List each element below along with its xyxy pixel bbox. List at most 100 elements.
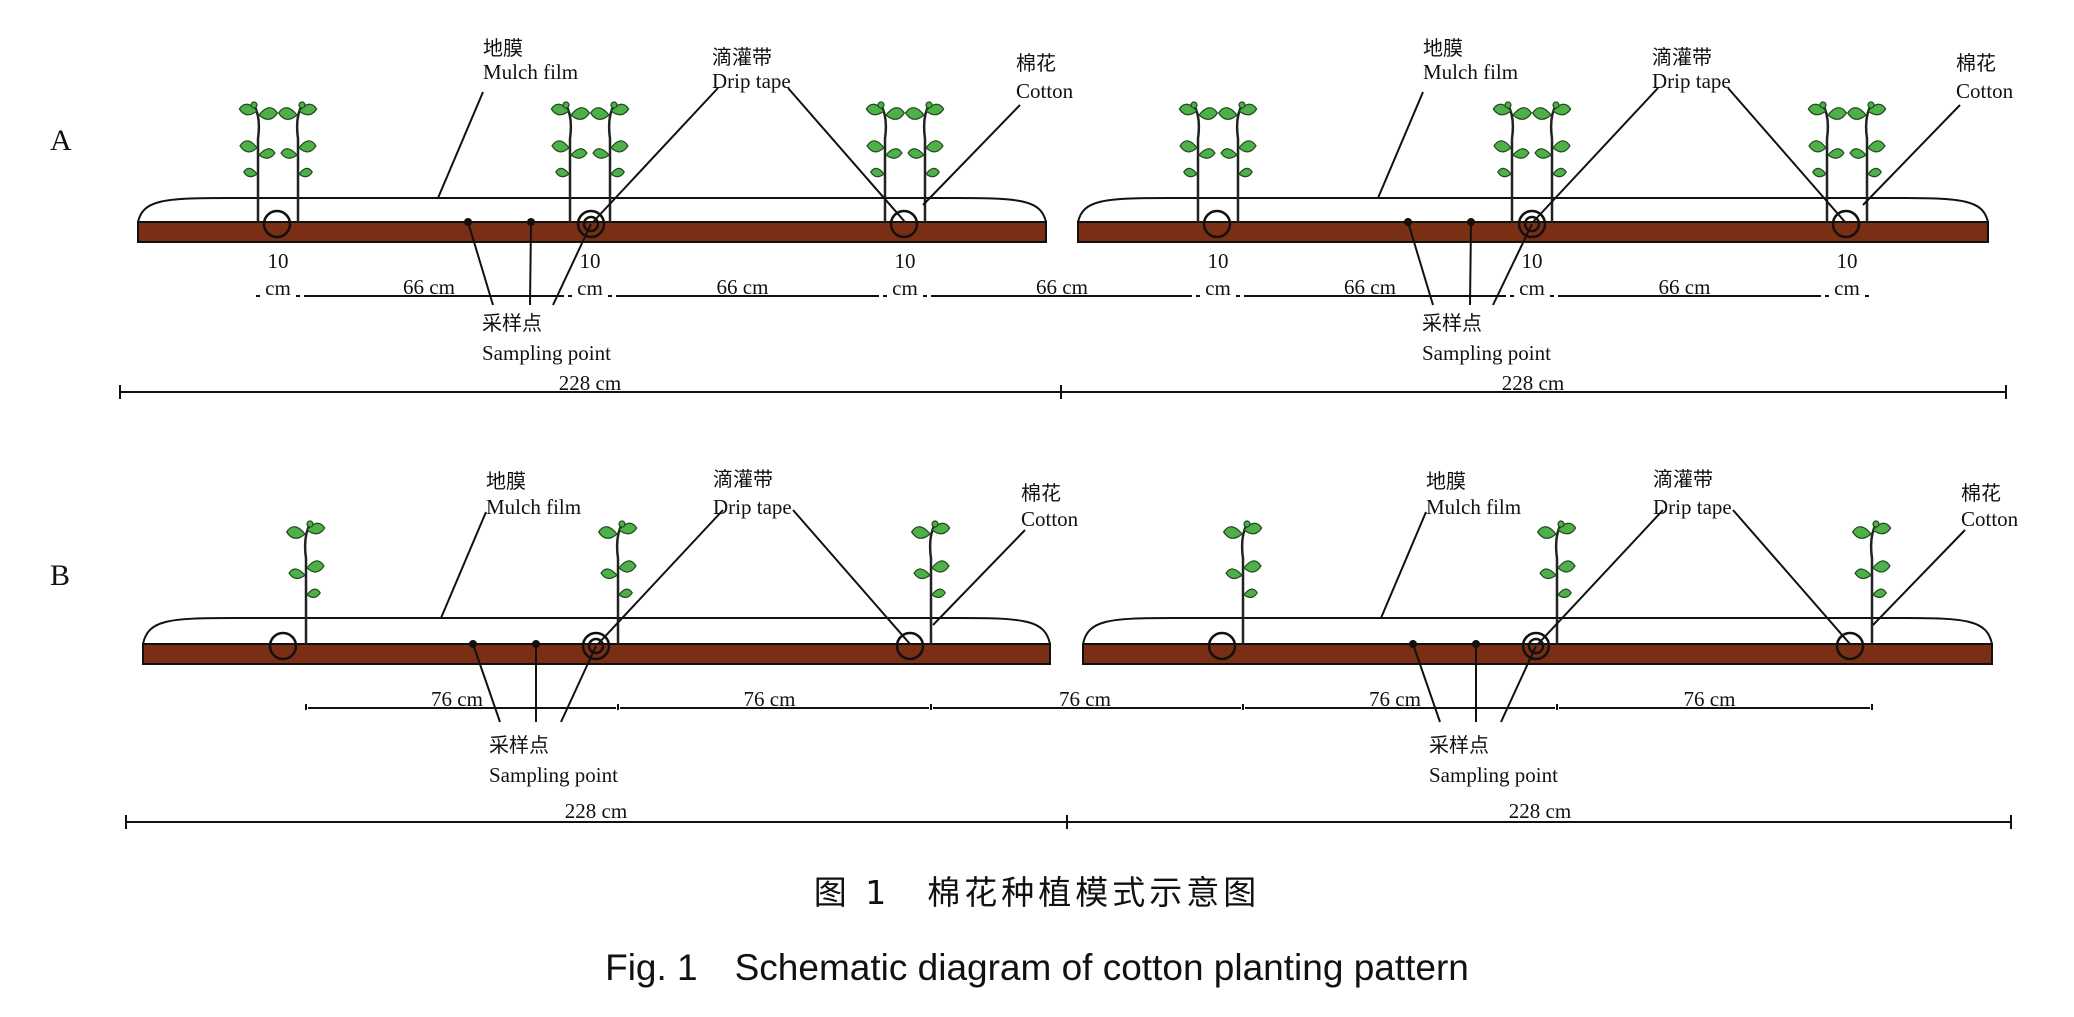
label-mulch-zh: 地膜 [483,36,523,60]
leaf [1539,568,1557,580]
leaf [306,560,325,573]
cotton-plant-icon [910,520,951,644]
leaf [866,140,885,153]
leaf [913,568,931,580]
leaf [904,107,925,120]
plant-bud [1557,520,1565,528]
leader-sampling [552,223,592,306]
leaf [258,148,276,159]
label-cotton-zh: 棉花 [1016,51,1056,75]
leaf [610,167,625,178]
leaf [288,568,306,580]
cotton-plant-icon [1851,520,1892,644]
leader-drip [1732,509,1851,645]
leader-mulch [437,91,484,199]
plant-bud [1238,101,1246,109]
leaf [1225,568,1243,580]
label-sampling-zh: 采样点 [1422,311,1482,335]
leaf [1493,140,1512,153]
leader-cotton [922,104,1021,206]
leader-drip [1537,509,1664,645]
cotton-plant-icon [1536,520,1577,644]
plant-bud [1190,101,1198,109]
leaf [306,588,321,599]
dim-narrow-unit: cm [265,276,291,300]
leader-mulch [1380,511,1427,619]
cotton-plant-icon [1222,520,1263,644]
dim-narrow-value: 10 [268,249,289,273]
cotton-plant-icon [1492,101,1533,222]
plant-bud [931,520,939,528]
leader-drip [1727,87,1846,223]
label-sampling-en: Sampling point [489,763,618,787]
label-drip-en: Drip tape [713,495,792,519]
dim-total: 228 cm [1509,799,1571,823]
leader-cotton [1872,529,1966,626]
leader-sampling [467,221,494,306]
leaf [277,107,298,120]
cotton-plant-icon [1531,101,1572,222]
mulch-film [1082,617,1993,645]
leaf [239,140,258,153]
cotton-plant-icon [589,101,630,222]
leaf [1854,568,1872,580]
leaf [1872,588,1887,599]
leaf [1238,167,1253,178]
leaf [570,107,591,120]
drip-tape-icon [1521,631,1551,661]
label-drip-en: Drip tape [1652,69,1731,93]
label-cotton-zh: 棉花 [1956,51,1996,75]
drip-tape-icon [576,209,606,239]
cotton-plant-icon [1217,101,1258,222]
leaf [280,148,298,159]
leaf [589,107,610,120]
label-mulch-en: Mulch film [483,60,578,84]
leader-drip [787,87,906,223]
leaf [597,526,618,539]
drip-tape-icon [268,631,298,661]
cotton-plant-icon [285,520,326,644]
drip-tape-icon [1207,631,1237,661]
leaf [570,148,588,159]
label-drip-zh: 滴灌带 [1652,45,1712,69]
dim-spacing: 76 cm [1684,687,1736,711]
leader-drip [597,509,724,645]
panel-label-b: B [50,559,70,592]
dim-total: 228 cm [559,371,621,395]
leaf [610,140,629,153]
leaf [885,107,906,120]
leader-drip [1532,87,1659,223]
drip-tape-icon [1831,209,1861,239]
leader-drip [792,509,911,645]
dim-wide: 66 cm [1036,275,1088,299]
dim-wide: 66 cm [403,275,455,299]
leaf [555,167,570,178]
leaf [1827,148,1845,159]
leader-sampling [529,221,532,306]
leaf [1238,140,1257,153]
leaf [1512,148,1530,159]
drip-tape-icon [581,631,611,661]
leaf [870,167,885,178]
plant-bud [1552,101,1560,109]
plant-bud [306,520,314,528]
dim-spacing: 76 cm [1369,687,1421,711]
cotton-plant-icon [904,101,945,222]
label-cotton-en: Cotton [1961,507,2019,531]
caption-zh: 图 1 棉花种植模式示意图 [814,873,1261,912]
drip-tape-icon [889,209,919,239]
drip-tape-icon [262,209,292,239]
drip-tape-inner [582,215,600,233]
drip-tape-icon [895,631,925,661]
label-mulch-zh: 地膜 [1426,469,1466,493]
plant-bud [618,520,626,528]
leaf [931,560,950,573]
cotton-plant-icon [550,101,591,222]
leaf [1179,140,1198,153]
leaf [1552,167,1567,178]
cotton-plant-icon [865,101,906,222]
leaf [1497,167,1512,178]
cotton-plant-icon [277,101,318,222]
drip-tape-icon [1835,631,1865,661]
